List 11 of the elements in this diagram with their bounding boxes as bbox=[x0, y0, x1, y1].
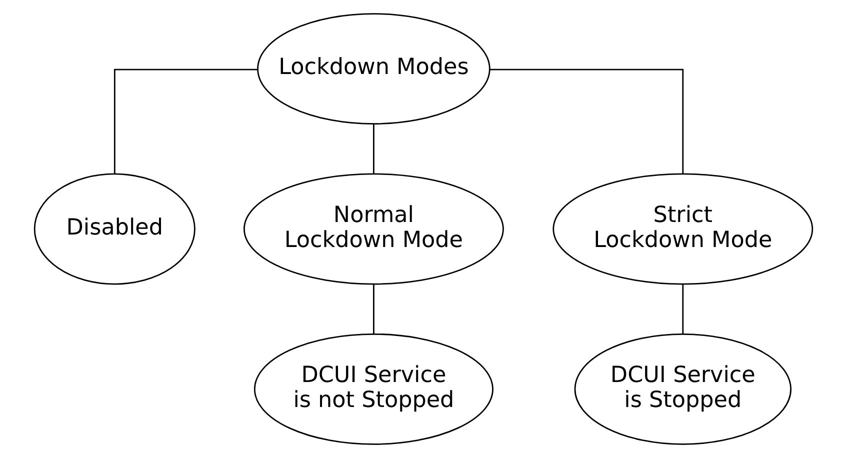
node-ellipse: Lockdown Modes bbox=[256, 13, 490, 125]
connector bbox=[113, 68, 258, 174]
node-ellipse: Normal Lockdown Mode bbox=[243, 173, 504, 285]
connector bbox=[682, 284, 684, 334]
connector bbox=[372, 124, 374, 174]
node-ellipse: DCUI Service is Stopped bbox=[574, 333, 792, 445]
node-ellipse: Disabled bbox=[33, 173, 195, 285]
node-ellipse: Strict Lockdown Mode bbox=[552, 173, 813, 285]
connector bbox=[489, 68, 684, 174]
connector bbox=[372, 284, 374, 334]
node-ellipse: DCUI Service is not Stopped bbox=[253, 333, 493, 445]
